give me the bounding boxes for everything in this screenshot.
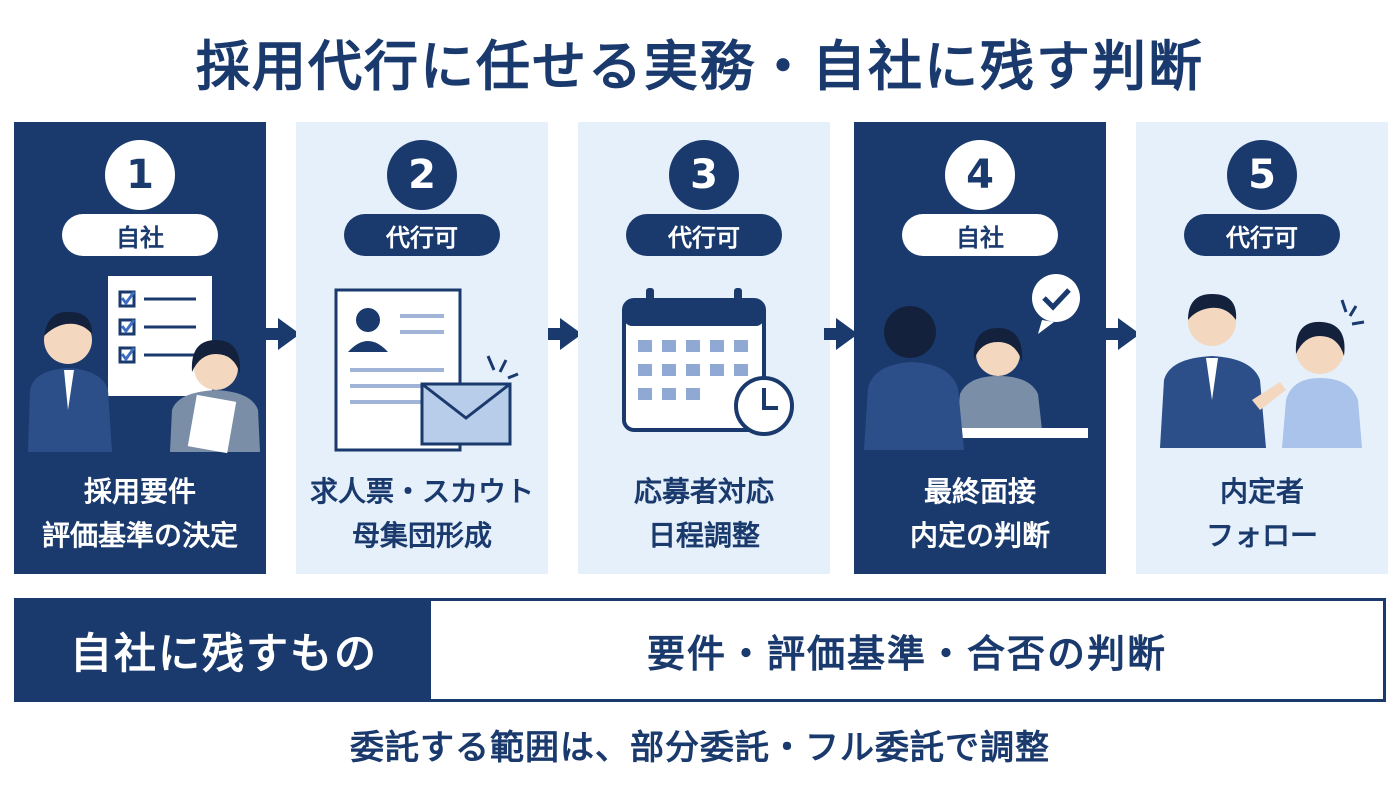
- footer-note: 委託する範囲は、部分委託・フル委託で調整: [350, 728, 1050, 768]
- step-label: 最終面接 内定の判断: [909, 475, 1050, 552]
- job-posting-mail-illustration: [334, 288, 519, 452]
- step-number: 1: [105, 140, 175, 210]
- keep-value: 要件・評価基準・合否の判断: [646, 631, 1167, 676]
- owner-badge: 自社: [902, 214, 1058, 256]
- step-card-5: 5 代行可 内定者 フォロー: [1136, 122, 1388, 574]
- arrow-right-icon: [824, 318, 858, 350]
- owner-badge: 代行可: [626, 214, 782, 256]
- step-label: 求人票・スカウト 母集団形成: [309, 475, 534, 552]
- owner-badge: 代行可: [1184, 214, 1340, 256]
- arrow-right-icon: [548, 318, 582, 350]
- step-card-2: 2 代行可 求人票・スカウト 母集団形成: [296, 122, 548, 574]
- step-label: 応募者対応 日程調整: [633, 475, 774, 552]
- arrow-right-icon: [1106, 318, 1140, 350]
- arrow-right-icon: [266, 318, 300, 350]
- step-card-4: 4 自社 最終面接 内定の判断: [854, 122, 1106, 574]
- requirements-checklist-illustration: [28, 276, 260, 454]
- step-card-1: 1 自社 採用要件 評価基準の決定: [14, 122, 266, 574]
- step-number: 2: [387, 140, 457, 210]
- step-number: 3: [669, 140, 739, 210]
- onboarding-follow-illustration: [1160, 294, 1365, 448]
- keep-in-house-box: 自社に残すもの 要件・評価基準・合否の判断: [14, 598, 1386, 702]
- page-title: 採用代行に任せる実務・自社に残す判断: [196, 35, 1204, 98]
- step-label: 内定者 フォロー: [1205, 475, 1318, 552]
- final-interview-illustration: [864, 274, 1088, 450]
- step-card-3: 3 代行可 応募者対応 日程調整: [578, 122, 830, 574]
- keep-label: 自社に残すもの: [17, 601, 431, 699]
- step-number: 4: [945, 140, 1015, 210]
- step-number: 5: [1227, 140, 1297, 210]
- calendar-clock-illustration: [622, 288, 794, 436]
- step-label: 採用要件 評価基準の決定: [41, 475, 238, 552]
- owner-badge: 自社: [62, 214, 218, 256]
- owner-badge: 代行可: [344, 214, 500, 256]
